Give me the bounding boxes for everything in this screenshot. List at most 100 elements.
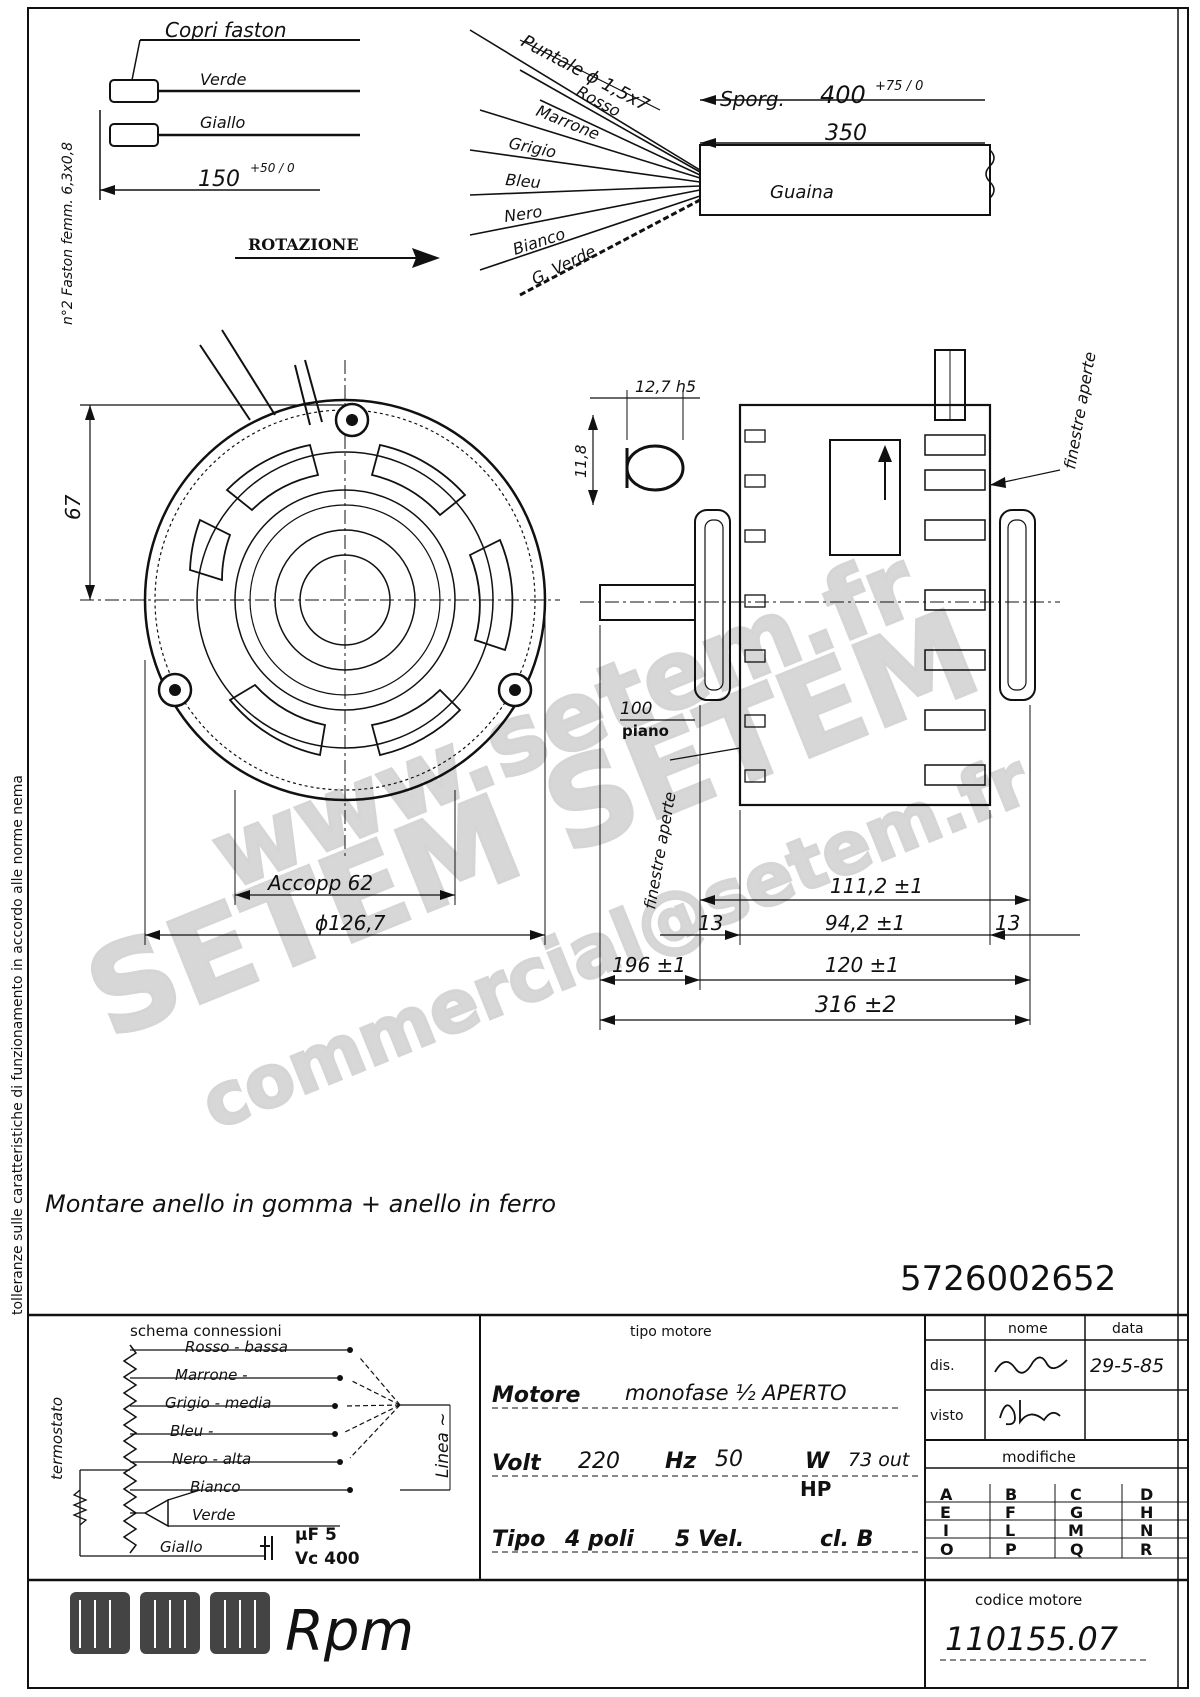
dim-120: 120 ±1 — [825, 953, 899, 977]
mod-C: C — [1070, 1485, 1082, 1504]
rotation-arrow: ROTAZIONE — [235, 235, 440, 268]
motor-body — [738, 403, 992, 807]
mod-M: M — [1068, 1521, 1084, 1540]
motor-side-view: finestre aperte finestre aperte 12,7 h5 … — [572, 349, 1100, 1030]
sheet-border — [27, 7, 1189, 1689]
tipo-motore-header: tipo motore — [630, 1324, 712, 1340]
voltage-cap-label: Vc 400 — [295, 1549, 360, 1569]
diameter-dim: ϕ126,7 — [315, 911, 386, 935]
mod-B: B — [1005, 1485, 1017, 1504]
wire-bundle: Puntale ϕ 1,5x7 Rosso Marrone Grigio Ble… — [469, 29, 995, 297]
hz-label: Hz — [665, 1449, 696, 1474]
mod-Q: Q — [1070, 1540, 1084, 1559]
guaina-label: Guaina — [770, 182, 834, 203]
finestre-aperte-top: finestre aperte — [1060, 350, 1099, 471]
data-header: data — [1112, 1321, 1144, 1337]
sporg-tol: +75 / 0 — [875, 79, 923, 94]
mod-H: H — [1140, 1503, 1153, 1522]
shaft-diameter: 12,7 h5 — [635, 377, 696, 396]
motor-front-view: 67 Accopp 62 ϕ126,7 — [61, 329, 560, 945]
approval-block: nome data dis. 29-5-85 visto modifiche A… — [925, 1315, 1188, 1559]
poli-value: 4 poli — [564, 1527, 634, 1552]
dim-94: 94,2 ±1 — [825, 911, 905, 935]
motore-label: Motore — [492, 1383, 580, 1408]
rear-ring — [999, 509, 1036, 701]
brand-name: Rpm — [285, 1599, 414, 1664]
mod-G: G — [1070, 1503, 1083, 1522]
mod-R: R — [1140, 1540, 1152, 1559]
accopp-dim: Accopp 62 — [266, 871, 373, 895]
faston-connector-yellow — [109, 123, 159, 147]
assembly-note: Montare anello in gomma + anello in ferr… — [45, 1190, 556, 1218]
shaft-section — [625, 444, 685, 492]
sporg-value: 400 — [820, 81, 866, 109]
mod-F: F — [1005, 1503, 1016, 1522]
title-block: schema connessioni Linea ~ — [28, 1313, 1188, 1688]
dim-67: 67 — [61, 494, 85, 520]
termostato-label: termostato — [48, 1397, 66, 1480]
dis-date: 29-5-85 — [1090, 1355, 1164, 1377]
brand-block: Rpm codice motore 110155.07 — [70, 1591, 1150, 1664]
mod-E: E — [940, 1503, 951, 1522]
side-tolerance-note: tolleranze sulle caratteristiche di funz… — [10, 775, 26, 1315]
dim-111: 111,2 ±1 — [830, 874, 923, 898]
faston-length-tol: +50 / 0 — [250, 161, 295, 175]
sporg-label: Sporg. — [720, 87, 785, 111]
piano-value: 100 — [620, 699, 652, 719]
w-label: W — [805, 1449, 831, 1474]
volt-value: 220 — [578, 1449, 620, 1474]
schema-verde: Verde — [192, 1506, 236, 1524]
rpm-logo — [70, 1592, 270, 1654]
faston-connector-green — [109, 79, 159, 103]
watermark: www.setem.fr SETEM SETEM commercial@sete… — [67, 528, 1042, 1147]
motor-type-block: tipo motore Motore monofase ½ APERTO Vol… — [492, 1324, 920, 1553]
dim-316: 316 ±2 — [815, 993, 896, 1018]
hp-label: HP — [800, 1477, 831, 1501]
mod-D: D — [1140, 1485, 1153, 1504]
dim-196: 196 ±1 — [612, 953, 686, 977]
wire-grigio: Grigio — [507, 133, 558, 162]
signature-visto — [999, 1400, 1061, 1426]
schema-grigio: Grigio - media — [165, 1394, 272, 1412]
schema-bianco: Bianco — [190, 1478, 241, 1496]
schema-giallo: Giallo — [160, 1538, 203, 1556]
faston-note: n°2 Faston femm. 6,3x0,8 — [60, 142, 76, 325]
guaina-sheath — [699, 144, 991, 216]
tipo-label: Tipo — [492, 1527, 545, 1552]
piano-label: piano — [622, 722, 669, 740]
dis-label: dis. — [930, 1358, 955, 1374]
part-number: 5726002652 — [900, 1259, 1116, 1299]
linea-label: Linea ~ — [433, 1413, 453, 1479]
verde-label: Verde — [200, 70, 247, 89]
wire-bleu: Bleu — [505, 170, 542, 192]
mod-L: L — [1005, 1521, 1015, 1540]
signature-dis — [994, 1356, 1068, 1374]
copri-faston-label: Copri faston — [165, 18, 287, 42]
mod-I: I — [943, 1521, 949, 1540]
wire-bianco: Bianco — [510, 224, 567, 259]
rotazione-label: ROTAZIONE — [248, 235, 359, 254]
faston-length: 150 — [198, 167, 240, 192]
mod-A: A — [940, 1485, 953, 1504]
mod-O: O — [940, 1540, 954, 1559]
giallo-label: Giallo — [200, 113, 246, 132]
connection-schema: schema connessioni Linea ~ — [48, 1322, 453, 1569]
dim-13-right: 13 — [995, 911, 1020, 935]
shaft-flat: 11,8 — [572, 445, 590, 478]
schema-rosso: Rosso - bassa — [185, 1338, 288, 1356]
volt-label: Volt — [492, 1451, 542, 1476]
class-value: cl. B — [820, 1527, 873, 1552]
mod-P: P — [1005, 1540, 1017, 1559]
schema-title: schema connessioni — [130, 1322, 282, 1340]
schema-nero: Nero - alta — [172, 1450, 251, 1468]
faston-wires: Copri faston Verde Giallo 150 +50 / 0 n°… — [60, 18, 360, 325]
capacitance-label: μF 5 — [295, 1525, 337, 1545]
hz-value: 50 — [715, 1447, 743, 1472]
schema-marrone: Marrone - — [175, 1366, 248, 1384]
motore-desc: monofase ½ APERTO — [625, 1381, 847, 1405]
vel-value: 5 Vel. — [675, 1527, 744, 1552]
w-value: 73 out — [848, 1449, 911, 1471]
mod-N: N — [1140, 1521, 1153, 1540]
visto-label: visto — [930, 1408, 964, 1424]
